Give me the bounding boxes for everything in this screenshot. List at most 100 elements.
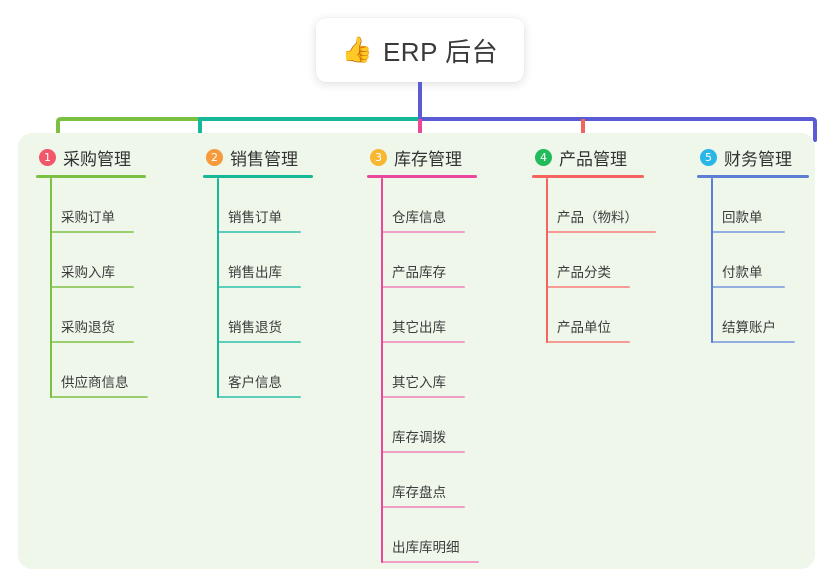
item-rule [711,341,795,343]
column-1: 1 采购管理采购订单采购入库采购退货供应商信息 [36,144,148,398]
list-item[interactable]: 库存调拨 [367,398,477,453]
column-spine-4 [546,178,548,343]
list-item[interactable]: 库存盘点 [367,453,477,508]
column-title-3: 库存管理 [394,149,462,169]
column-rule-1 [36,175,146,178]
item-label: 产品（物料） [557,210,638,225]
column-rule-2 [203,175,313,178]
item-label: 销售订单 [228,210,282,225]
column-4: 4 产品管理产品（物料） 产品分类产品单位 [532,144,656,343]
item-label: 其它入库 [392,375,446,390]
item-rule [546,231,656,233]
thumbs-up-icon: 👍 [341,35,373,64]
column-header-4[interactable]: 4 产品管理 [532,144,644,170]
column-rule-5 [697,175,809,178]
column-header-5[interactable]: 5 财务管理 [697,144,809,170]
list-item[interactable]: 产品（物料） [532,178,656,233]
item-label: 产品库存 [392,265,446,280]
item-label: 出库库明细 [392,540,460,555]
item-rule [50,286,134,288]
item-label: 销售退货 [228,320,282,335]
list-item[interactable]: 产品库存 [367,233,477,288]
item-rule [50,396,148,398]
item-rule [217,396,301,398]
item-label: 产品分类 [557,265,611,280]
list-item[interactable]: 仓库信息 [367,178,477,233]
item-rule [381,506,465,508]
column-badge-1: 1 [39,148,56,166]
item-label: 客户信息 [228,375,282,390]
list-item[interactable]: 销售退货 [203,288,313,343]
diagram-panel [18,133,815,569]
item-rule [50,341,134,343]
item-label: 其它出库 [392,320,446,335]
column-rule-4 [532,175,644,178]
list-item[interactable]: 其它出库 [367,288,477,343]
column-spine-5 [711,178,713,343]
column-title-5: 财务管理 [724,149,792,169]
column-5: 5 财务管理回款单付款单结算账户 [697,144,809,343]
root-title: ERP 后台 [382,36,499,67]
column-rule-3 [367,175,477,178]
item-rule [381,561,479,563]
list-item[interactable]: 采购入库 [36,233,146,288]
column-3: 3 库存管理仓库信息产品库存其它出库其它入库库存调拨库存盘点出库库明细 [367,144,479,563]
item-label: 仓库信息 [392,210,446,225]
column-header-1[interactable]: 1 采购管理 [36,144,146,170]
item-label: 产品单位 [557,320,611,335]
list-item[interactable]: 产品分类 [532,233,644,288]
list-item[interactable]: 结算账户 [697,288,809,343]
column-spine-2 [217,178,219,398]
item-list-3: 仓库信息产品库存其它出库其它入库库存调拨库存盘点出库库明细 [367,178,479,563]
column-spine-3 [381,178,383,563]
list-item[interactable]: 付款单 [697,233,809,288]
column-badge-2: 2 [206,148,223,166]
list-item[interactable]: 其它入库 [367,343,477,398]
item-rule [381,396,465,398]
item-rule [381,286,465,288]
item-label: 回款单 [722,210,763,225]
item-list-4: 产品（物料） 产品分类产品单位 [532,178,656,343]
column-badge-5: 5 [700,148,717,166]
root-node[interactable]: 👍 ERP 后台 [316,18,524,82]
item-label: 供应商信息 [61,375,129,390]
item-rule [217,286,301,288]
list-item[interactable]: 供应商信息 [36,343,148,398]
list-item[interactable]: 采购退货 [36,288,146,343]
column-badge-4: 4 [535,148,552,166]
item-label: 采购入库 [61,265,115,280]
item-rule [546,341,630,343]
item-rule [217,341,301,343]
list-item[interactable]: 销售出库 [203,233,313,288]
list-item[interactable]: 采购订单 [36,178,146,233]
item-list-5: 回款单付款单结算账户 [697,178,809,343]
item-rule [50,231,134,233]
list-item[interactable]: 出库库明细 [367,508,479,563]
item-label: 库存调拨 [392,430,446,445]
column-badge-3: 3 [370,148,387,166]
item-label: 采购退货 [61,320,115,335]
column-2: 2 销售管理销售订单销售出库销售退货客户信息 [203,144,313,398]
column-title-1: 采购管理 [63,149,131,169]
item-rule [381,231,465,233]
column-title-2: 销售管理 [230,149,298,169]
item-rule [381,341,465,343]
item-label: 结算账户 [722,320,776,335]
column-header-2[interactable]: 2 销售管理 [203,144,313,170]
item-label: 库存盘点 [392,485,446,500]
list-item[interactable]: 回款单 [697,178,809,233]
item-rule [381,451,465,453]
item-rule [711,231,785,233]
item-rule [217,231,301,233]
list-item[interactable]: 销售订单 [203,178,313,233]
item-rule [546,286,630,288]
column-title-4: 产品管理 [559,149,627,169]
item-list-2: 销售订单销售出库销售退货客户信息 [203,178,313,398]
list-item[interactable]: 产品单位 [532,288,644,343]
item-label: 销售出库 [228,265,282,280]
item-list-1: 采购订单采购入库采购退货供应商信息 [36,178,148,398]
item-label: 采购订单 [61,210,115,225]
list-item[interactable]: 客户信息 [203,343,313,398]
column-header-3[interactable]: 3 库存管理 [367,144,477,170]
item-rule [711,286,785,288]
